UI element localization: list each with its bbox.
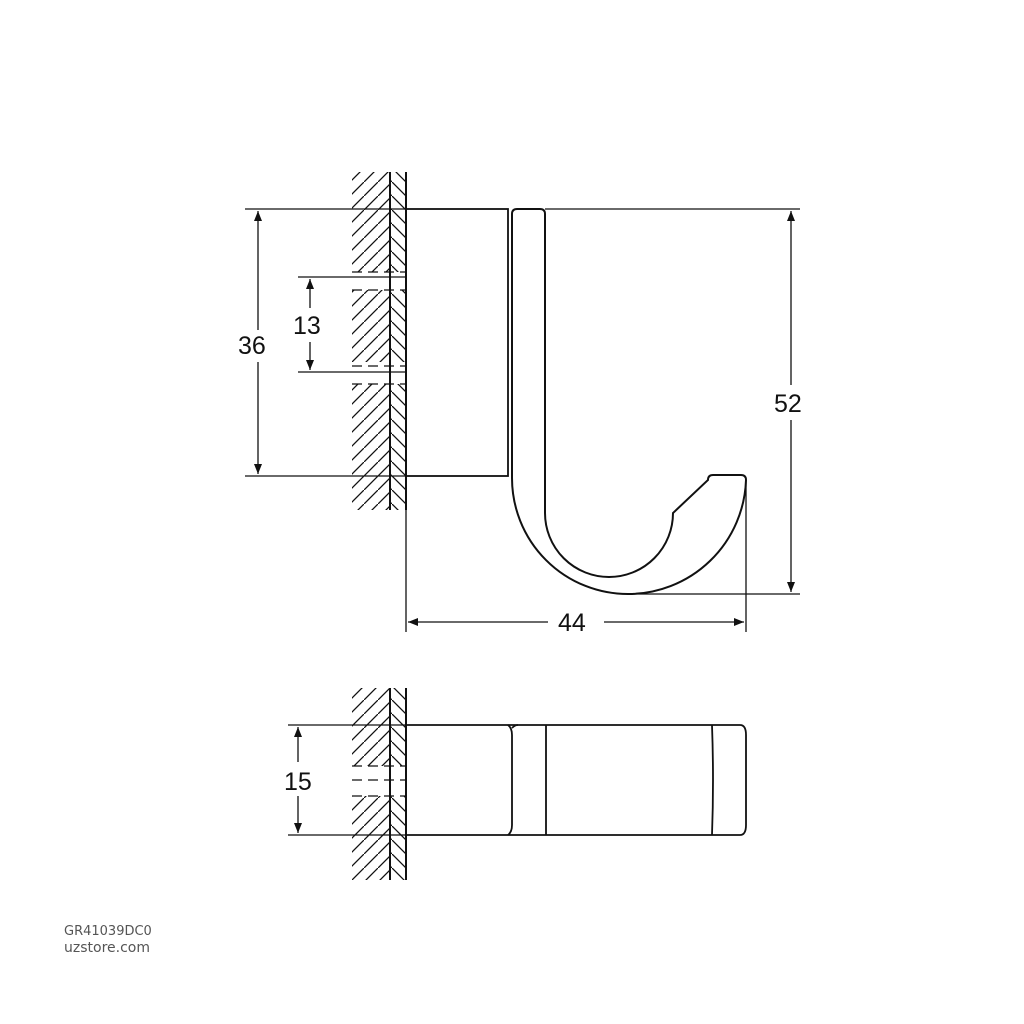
mounting-plate <box>405 208 509 477</box>
side-view <box>352 688 747 880</box>
front-view <box>352 172 748 596</box>
dimension-36: 36 <box>238 332 266 360</box>
wall-section-side <box>352 688 407 880</box>
dimension-15: 15 <box>284 768 312 796</box>
product-code: GR41039DC0 <box>64 924 152 939</box>
hook-profile <box>511 208 748 596</box>
website-label: uzstore.com <box>64 940 150 956</box>
dimensions-side <box>288 724 406 836</box>
dimensions-front <box>245 208 800 632</box>
dimension-52: 52 <box>774 390 802 418</box>
dimension-44: 44 <box>558 609 586 637</box>
wall-section-front <box>352 172 407 510</box>
dimension-13: 13 <box>293 312 321 340</box>
hook-side-profile <box>406 724 747 836</box>
